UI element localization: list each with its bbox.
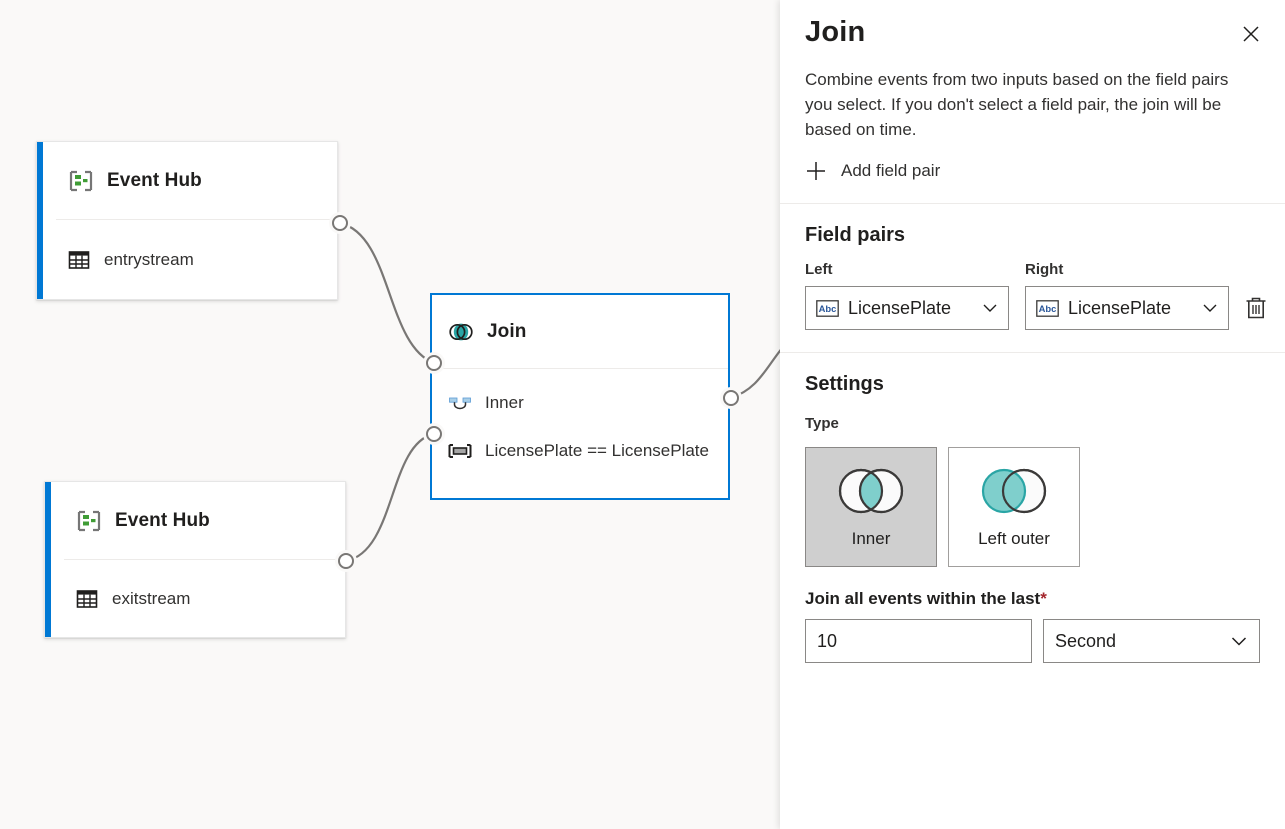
event-hub-icon — [68, 168, 94, 194]
port-output-join[interactable] — [723, 390, 739, 406]
port-output-exitstream[interactable] — [338, 553, 354, 569]
type-label: Type — [805, 415, 839, 432]
join-condition-label: LicensePlate == LicensePlate — [485, 441, 709, 460]
venn-left-outer-icon — [977, 465, 1051, 517]
section-divider — [780, 203, 1285, 204]
abc-string-icon: Abc — [1036, 299, 1059, 317]
required-marker: * — [1040, 589, 1047, 608]
join-type-row: Inner — [448, 379, 728, 427]
svg-text:Abc: Abc — [819, 303, 837, 314]
table-icon — [68, 249, 90, 271]
node-divider — [64, 559, 345, 560]
node-stream-row: exitstream — [45, 560, 345, 637]
port-input-join-right[interactable] — [426, 426, 442, 442]
join-properties-panel: Join Combine events from two inputs base… — [780, 0, 1285, 829]
node-header: Event Hub — [45, 482, 345, 559]
type-option-label: Left outer — [978, 529, 1050, 548]
join-type-label: Inner — [485, 393, 524, 412]
field-pair-icon — [448, 439, 472, 463]
node-stream-label: entrystream — [104, 249, 194, 269]
add-field-pair-label: Add field pair — [841, 161, 941, 180]
join-type-icon — [448, 391, 472, 415]
delete-field-pair-button[interactable] — [1245, 286, 1267, 330]
trash-icon — [1245, 296, 1267, 320]
left-field-value: LicensePlate — [848, 297, 952, 318]
close-button[interactable] — [1231, 14, 1271, 54]
node-stream-label: exitstream — [112, 588, 191, 608]
field-pair-right-col: Right Abc LicensePlate — [1025, 261, 1229, 330]
node-title: Event Hub — [107, 169, 202, 191]
plus-icon — [805, 160, 827, 182]
port-output-entrystream[interactable] — [332, 215, 348, 231]
left-field-dropdown[interactable]: Abc LicensePlate — [805, 286, 1009, 330]
left-label: Left — [805, 261, 833, 278]
right-label: Right — [1025, 261, 1064, 278]
add-field-pair-button[interactable]: Add field pair — [805, 156, 940, 186]
node-divider — [432, 368, 728, 369]
field-pair-left-col: Left Abc LicensePlate — [805, 261, 1009, 330]
chevron-down-icon — [1230, 632, 1248, 650]
right-field-value: LicensePlate — [1068, 297, 1172, 318]
edge-join-output — [730, 349, 780, 400]
table-icon — [76, 588, 98, 610]
port-input-join-left[interactable] — [426, 355, 442, 371]
chevron-down-icon — [1202, 300, 1218, 316]
type-option-inner[interactable]: Inner — [805, 447, 937, 567]
duration-label-text: Join all events within the last — [805, 589, 1041, 608]
chevron-down-icon — [982, 300, 998, 316]
venn-join-icon — [448, 319, 474, 345]
section-divider — [780, 352, 1285, 353]
duration-label: Join all events within the last* — [805, 589, 1260, 609]
duration-value-input[interactable] — [805, 619, 1032, 663]
edge-layer — [339, 221, 780, 563]
field-pairs-heading: Field pairs — [805, 224, 906, 246]
node-title: Join — [487, 320, 527, 342]
node-event-hub-entrystream[interactable]: Event Hub entrystream — [36, 141, 338, 300]
panel-description: Combine events from two inputs based on … — [805, 70, 1229, 139]
join-type-options: Inner Left outer — [805, 447, 1260, 567]
node-join[interactable]: Join Inner — [430, 293, 730, 500]
node-header: Event Hub — [37, 142, 337, 219]
event-hub-icon — [76, 508, 102, 534]
venn-inner-icon — [834, 465, 908, 517]
node-divider — [56, 219, 337, 220]
abc-string-icon: Abc — [816, 299, 839, 317]
edge-exitstream-to-join — [345, 432, 434, 563]
duration-row: Second — [805, 619, 1260, 663]
node-header: Join — [432, 295, 728, 368]
panel-title: Join — [805, 16, 866, 48]
node-accent-bar — [37, 142, 43, 299]
node-stream-row: entrystream — [37, 220, 337, 299]
duration-unit-dropdown[interactable]: Second — [1043, 619, 1260, 663]
settings-heading: Settings — [805, 373, 884, 395]
node-join-body: Inner LicensePlate == LicensePlate — [432, 369, 728, 498]
edge-entrystream-to-join — [339, 221, 435, 365]
duration-unit-value: Second — [1055, 630, 1117, 651]
node-title: Event Hub — [115, 509, 210, 531]
close-icon — [1241, 24, 1261, 44]
flow-canvas[interactable]: Event Hub entrystream — [0, 0, 780, 829]
field-pair-row: Left Abc LicensePlate — [805, 261, 1266, 330]
node-accent-bar — [45, 482, 51, 637]
type-option-label: Inner — [851, 529, 891, 548]
join-condition-row: LicensePlate == LicensePlate — [448, 427, 728, 475]
type-option-left-outer[interactable]: Left outer — [948, 447, 1080, 567]
node-event-hub-exitstream[interactable]: Event Hub exitstream — [44, 481, 346, 638]
svg-text:Abc: Abc — [1039, 303, 1057, 314]
right-field-dropdown[interactable]: Abc LicensePlate — [1025, 286, 1229, 330]
